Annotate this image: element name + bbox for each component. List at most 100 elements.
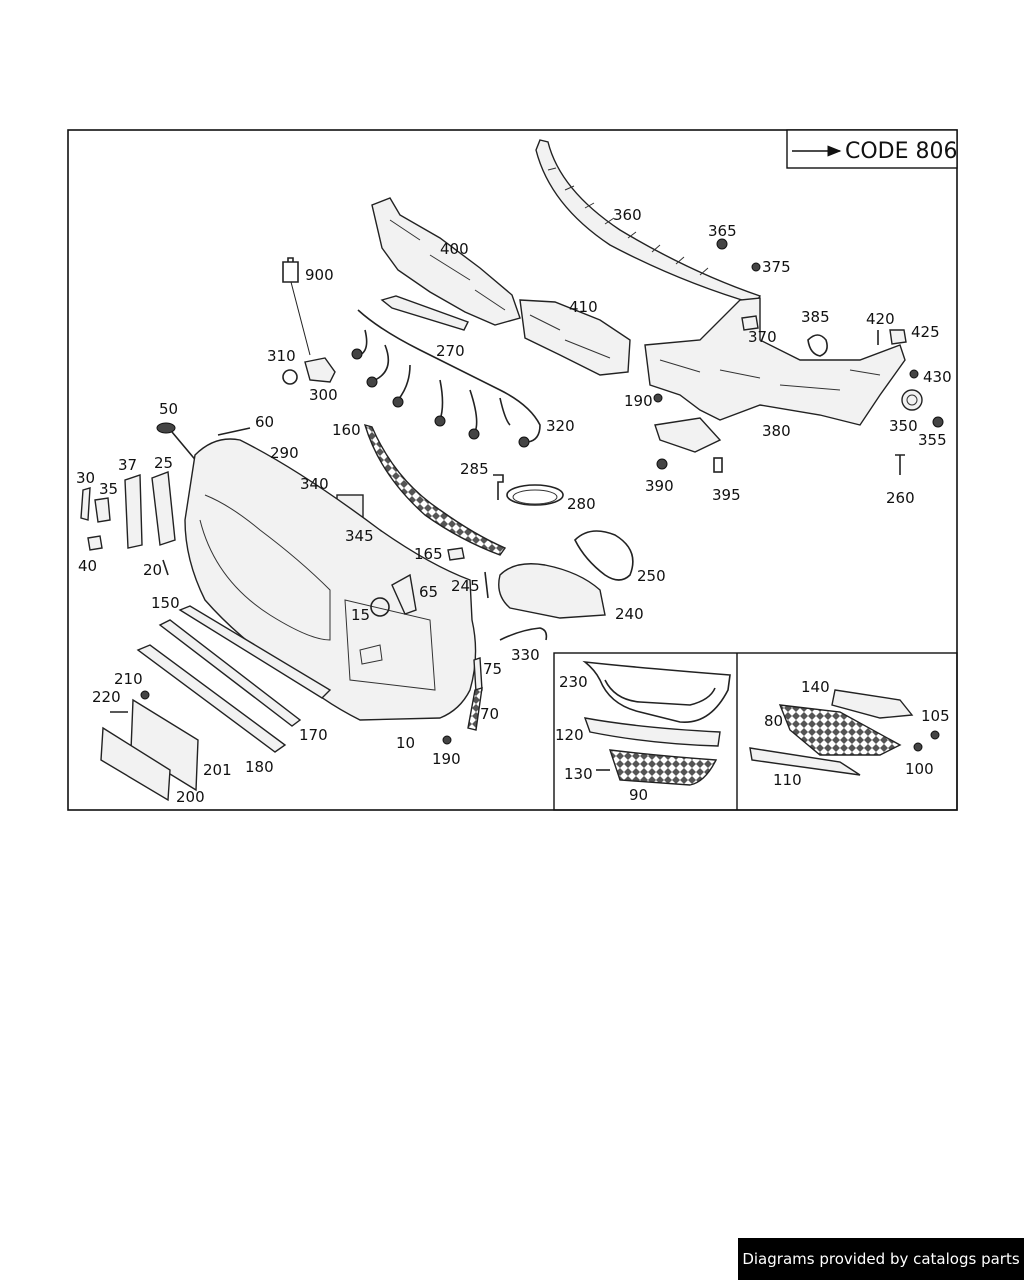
part-390-bolt — [656, 458, 668, 470]
callout-250: 250 — [637, 567, 666, 585]
part-190-screw-upper — [653, 393, 663, 403]
part-285-fastener — [493, 474, 504, 500]
callout-70: 70 — [480, 705, 499, 723]
callout-410: 410 — [569, 298, 598, 316]
callout-110: 110 — [773, 771, 802, 789]
part-210-clip — [140, 690, 150, 700]
part-385-clip — [807, 334, 828, 357]
part-320-harness — [357, 309, 541, 443]
part-170-strip — [158, 619, 302, 727]
callout-170: 170 — [299, 726, 328, 744]
code-806-box: CODE 806 — [786, 129, 958, 169]
part-201-plate-holder — [130, 698, 199, 792]
part-37-bracket — [124, 474, 143, 549]
part-40-clip — [87, 535, 103, 551]
callout-310: 310 — [267, 347, 296, 365]
callout-100: 100 — [905, 760, 934, 778]
part-245-strip — [484, 571, 489, 599]
callout-345: 345 — [345, 527, 374, 545]
part-900-sensor — [282, 257, 299, 283]
part-370-clip — [741, 315, 759, 331]
callout-385: 385 — [801, 308, 830, 326]
credit-text: Diagrams provided by catalogs parts — [742, 1250, 1020, 1268]
part-395-clip — [713, 457, 723, 473]
part-60-trim — [217, 427, 251, 436]
callout-360: 360 — [613, 206, 642, 224]
callout-60: 60 — [255, 413, 274, 431]
part-110-trim — [749, 747, 861, 776]
callout-150: 150 — [151, 594, 180, 612]
part-330-harness — [499, 627, 548, 641]
callout-270: 270 — [436, 342, 465, 360]
part-15-cover — [370, 597, 390, 617]
part-270-bracket — [380, 295, 469, 331]
callout-75: 75 — [483, 660, 502, 678]
callout-395: 395 — [712, 486, 741, 504]
part-65-bracket — [391, 573, 417, 615]
callout-140: 140 — [801, 678, 830, 696]
part-230-grille-frame — [582, 660, 731, 723]
callout-390: 390 — [645, 477, 674, 495]
callout-65: 65 — [419, 583, 438, 601]
part-375-screw — [751, 262, 761, 272]
part-430-screw — [909, 369, 919, 379]
part-20-clip — [162, 559, 169, 576]
part-35-bracket — [94, 497, 111, 523]
part-75-trim — [473, 657, 483, 693]
part-140-trim — [831, 689, 914, 719]
callout-320: 320 — [546, 417, 575, 435]
part-380-carrier — [644, 297, 906, 426]
part-90-mesh — [608, 749, 718, 786]
callout-210: 210 — [114, 670, 143, 688]
callout-350: 350 — [889, 417, 918, 435]
callout-201: 201 — [203, 761, 232, 779]
callout-180: 180 — [245, 758, 274, 776]
callout-15: 15 — [351, 606, 370, 624]
callout-220: 220 — [92, 688, 121, 706]
callout-285: 285 — [460, 460, 489, 478]
part-410-bracket — [519, 299, 631, 376]
callout-240: 240 — [615, 605, 644, 623]
callout-245: 245 — [451, 577, 480, 595]
callout-340: 340 — [300, 475, 329, 493]
callout-35: 35 — [99, 480, 118, 498]
callout-165: 165 — [414, 545, 443, 563]
part-190-screw-lower — [442, 735, 452, 745]
part-365-screw — [716, 238, 728, 250]
part-400-crossmember — [371, 197, 521, 326]
part-250-frame — [574, 530, 634, 581]
part-160-grille — [363, 423, 507, 556]
callout-230: 230 — [559, 673, 588, 691]
callout-190-lower: 190 — [432, 750, 461, 768]
callout-50: 50 — [159, 400, 178, 418]
callout-80: 80 — [764, 712, 783, 730]
callout-900: 900 — [305, 266, 334, 284]
callout-430: 430 — [923, 368, 952, 386]
part-180-strip — [136, 644, 287, 753]
callout-355: 355 — [918, 431, 947, 449]
callout-300: 300 — [309, 386, 338, 404]
credit-banner: Diagrams provided by catalogs parts — [738, 1238, 1024, 1280]
inset-panels — [553, 652, 958, 811]
callout-10: 10 — [396, 734, 415, 752]
callout-370: 370 — [748, 328, 777, 346]
callout-420: 420 — [866, 310, 895, 328]
part-150-strip — [178, 605, 332, 699]
callout-290: 290 — [270, 444, 299, 462]
part-260-bolt — [895, 454, 905, 475]
part-10-bumper-cover — [184, 438, 477, 721]
diagram-frame — [67, 129, 958, 811]
part-100-screw — [913, 742, 923, 752]
part-165-clip — [447, 547, 465, 561]
callout-425: 425 — [911, 323, 940, 341]
callout-105: 105 — [921, 707, 950, 725]
code-806-label: CODE 806 — [845, 139, 958, 164]
callout-330: 330 — [511, 646, 540, 664]
callout-labels: 360 365 375 400 900 410 385 420 425 370 … — [76, 206, 952, 806]
part-50-badge — [156, 422, 176, 434]
callout-20: 20 — [143, 561, 162, 579]
callout-375: 375 — [762, 258, 791, 276]
callout-90: 90 — [629, 786, 648, 804]
callout-200: 200 — [176, 788, 205, 806]
